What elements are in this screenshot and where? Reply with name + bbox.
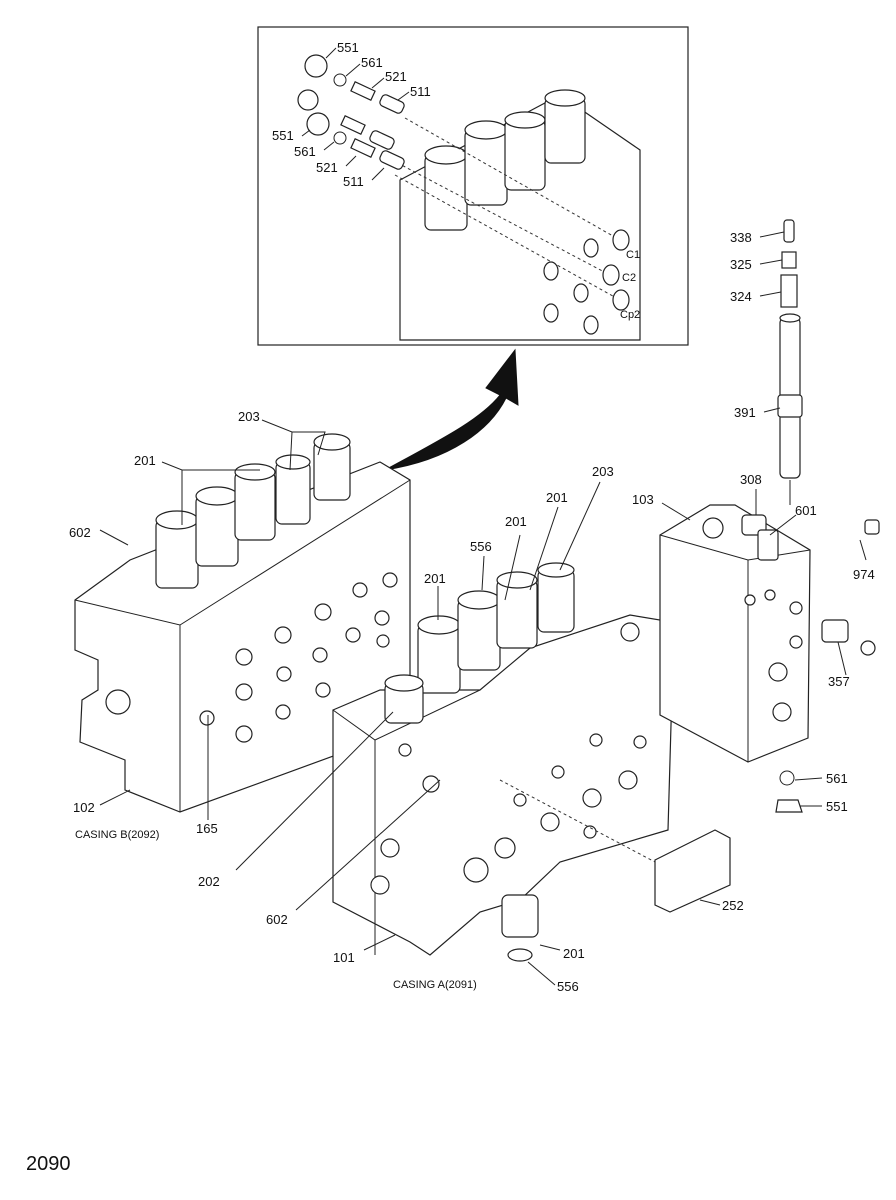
label-357: 357	[828, 674, 850, 689]
detail-ports	[543, 229, 630, 335]
detail-label-551-bottom: 551	[272, 128, 294, 143]
detail-label-511-bottom: 511	[343, 174, 364, 189]
spool-assembly	[777, 219, 803, 505]
label-201-a-left: 201	[424, 571, 446, 586]
label-201-a-right: 201	[546, 490, 568, 505]
port-label-cp2: Cp2	[620, 309, 640, 321]
detail-exploded-parts	[297, 54, 405, 170]
casing-a-block: 201 556 201 201 203 202 602 101 201 556 …	[198, 464, 744, 994]
zoom-arrow	[384, 348, 519, 471]
part-252	[654, 829, 731, 913]
label-103: 103	[632, 492, 654, 507]
label-551-side: 551	[826, 799, 848, 814]
casing-a-name: CASING A(2091)	[393, 979, 477, 991]
port-label-c2: C2	[622, 272, 636, 284]
label-556-casing-a: 556	[470, 539, 492, 554]
detail-label-521-top: 521	[385, 69, 407, 84]
casing-a-solenoids	[384, 562, 575, 724]
label-203-casing-b: 203	[238, 409, 260, 424]
label-101: 101	[333, 950, 355, 965]
plug-357	[821, 619, 849, 643]
casing-b-solenoids	[155, 433, 351, 589]
casing-b-block: 203 201 602 102 165 CASING B(2092)	[69, 409, 411, 841]
label-324: 324	[730, 289, 752, 304]
label-974: 974	[853, 567, 875, 582]
label-601: 601	[795, 503, 817, 518]
casing-a-ports	[370, 622, 647, 895]
label-102: 102	[73, 800, 95, 815]
label-308: 308	[740, 472, 762, 487]
casing-b-ports	[105, 572, 398, 743]
detail-label-551-top: 551	[337, 40, 359, 55]
label-561-side: 561	[826, 771, 848, 786]
label-201-a-middle: 201	[505, 514, 527, 529]
label-602-casing-a: 602	[266, 912, 288, 927]
label-252: 252	[722, 898, 744, 913]
detail-label-511-top: 511	[410, 84, 431, 99]
detail-label-521-bottom: 521	[316, 160, 338, 175]
label-201-a-bottom: 201	[563, 946, 585, 961]
label-391: 391	[734, 405, 756, 420]
plug-551	[775, 799, 803, 813]
casing-b-name: CASING B(2092)	[75, 829, 159, 841]
detail-label-561-bottom: 561	[294, 144, 316, 159]
side-block-ports	[702, 514, 803, 722]
label-556-a-bottom: 556	[557, 979, 579, 994]
detail-solenoids	[424, 89, 586, 231]
side-block: 338 325 324 391 308 103 601 974 357 561 …	[632, 219, 880, 814]
page-number: 2090	[26, 1153, 71, 1175]
label-602-casing-b: 602	[69, 525, 91, 540]
label-201-casing-b: 201	[134, 453, 156, 468]
label-325: 325	[730, 257, 752, 272]
bottom-plug	[501, 894, 539, 938]
label-202: 202	[198, 874, 220, 889]
detail-label-561-top: 561	[361, 55, 383, 70]
detail-view: 551 561 521 511 551 561 521 511 C1 C2 Cp…	[257, 26, 689, 346]
port-label-c1: C1	[626, 249, 640, 261]
label-338: 338	[730, 230, 752, 245]
label-203-casing-a: 203	[592, 464, 614, 479]
label-165: 165	[196, 821, 218, 836]
